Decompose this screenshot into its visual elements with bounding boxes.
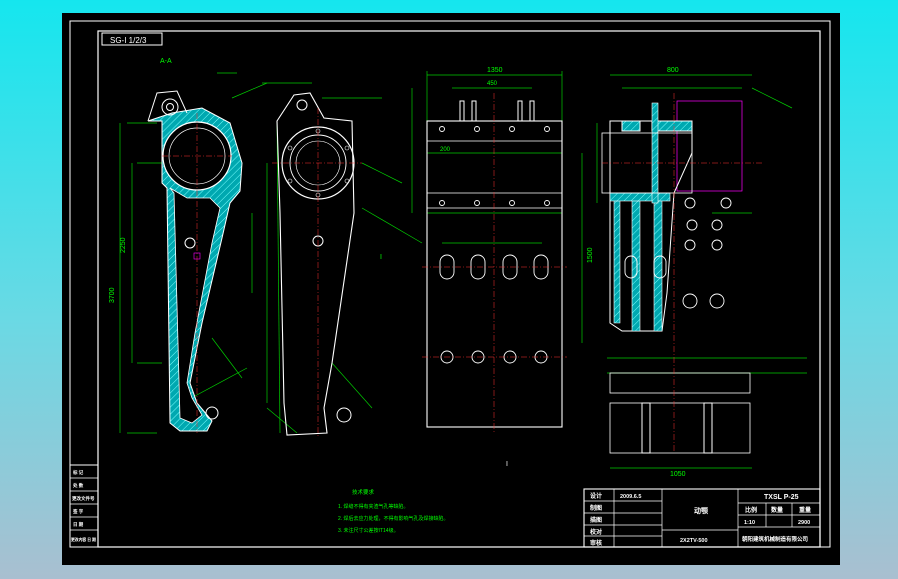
note-2: 2. 焊后去应力处理，不得有影响气孔及焊接缺陷。 bbox=[338, 515, 449, 522]
view-elevation: I bbox=[262, 82, 423, 438]
rev-row-2: 处 数 bbox=[72, 482, 84, 489]
dim-side-overall: 1500 bbox=[587, 247, 594, 263]
dim-top-small: 200 bbox=[440, 147, 451, 153]
view-right-section: 800 1500 1050 bbox=[581, 67, 807, 478]
technical-notes: 技术要求 1. 焊缝不得有夹渣气孔等缺陷。 2. 焊后去应力处理，不得有影响气孔… bbox=[338, 488, 449, 534]
view-side-section: 2250 3700 bbox=[109, 72, 268, 434]
tb-weight-label: 重量 bbox=[799, 506, 811, 514]
note-1: 1. 焊缝不得有夹渣气孔等缺陷。 bbox=[338, 503, 409, 510]
corner-tag-text: SG-I 1/2/3 bbox=[110, 36, 147, 45]
dim-top-mid: 450 bbox=[487, 81, 498, 87]
tb-scale-value: 1:10 bbox=[744, 520, 755, 526]
rev-row-5: 日 期 bbox=[73, 521, 84, 528]
tb-approve-label: 审核 bbox=[590, 539, 602, 547]
rev-row-4: 签 字 bbox=[72, 508, 84, 515]
section-label: A-A bbox=[160, 58, 172, 65]
notes-title: 技术要求 bbox=[352, 488, 375, 496]
tb-part-name: 动颚 bbox=[694, 506, 708, 515]
tb-check-label: 描图 bbox=[590, 516, 602, 524]
drawing-sheet: SG-I 1/2/3 A-A 2250 3700 bbox=[62, 13, 840, 565]
rev-row-3: 更改文件号 bbox=[72, 495, 95, 502]
tb-qty-label: 数量 bbox=[771, 506, 783, 514]
tb-review-label: 校对 bbox=[590, 528, 602, 536]
tb-scale-label: 比例 bbox=[745, 506, 757, 514]
dim-height-b: 3700 bbox=[109, 287, 116, 303]
tb-weight-value: 2900 bbox=[798, 520, 810, 526]
dim-bottom-overall: 1050 bbox=[670, 471, 686, 478]
tb-company: 朝阳建筑机械制造有限公司 bbox=[742, 535, 808, 543]
dim-height-a: 2250 bbox=[120, 237, 127, 253]
note-3: 3. 未注尺寸公差按IT14级。 bbox=[338, 527, 399, 534]
tb-drawing-no: 2X2TV-500 bbox=[680, 538, 708, 544]
rev-row-6: 更改内容 日 期 bbox=[71, 537, 96, 542]
view-mark-1: I bbox=[380, 254, 382, 261]
inner-border bbox=[97, 30, 821, 548]
tb-model: TXSL P-25 bbox=[764, 494, 799, 501]
rev-row-1: 标 记 bbox=[72, 469, 84, 476]
tb-design-label: 设计 bbox=[590, 492, 602, 500]
revision-block: 标 记 处 数 更改文件号 签 字 日 期 更改内容 日 期 bbox=[69, 464, 99, 548]
view-front: 1350 450 200 I bbox=[411, 67, 567, 468]
corner-tag: SG-I 1/2/3 bbox=[101, 32, 163, 46]
cad-drawing: SG-I 1/2/3 A-A 2250 3700 bbox=[69, 20, 831, 548]
tb-draw-label: 制图 bbox=[590, 504, 602, 512]
view-mark-2: I bbox=[506, 461, 508, 468]
tb-design-date: 2009.6.5 bbox=[620, 494, 641, 500]
dim-top-overall: 1350 bbox=[487, 67, 503, 74]
dim-right-top: 800 bbox=[667, 67, 679, 74]
title-block: 设计 2009.6.5 制图 描图 校对 审核 动颚 2X2TV-500 TXS… bbox=[583, 488, 821, 548]
